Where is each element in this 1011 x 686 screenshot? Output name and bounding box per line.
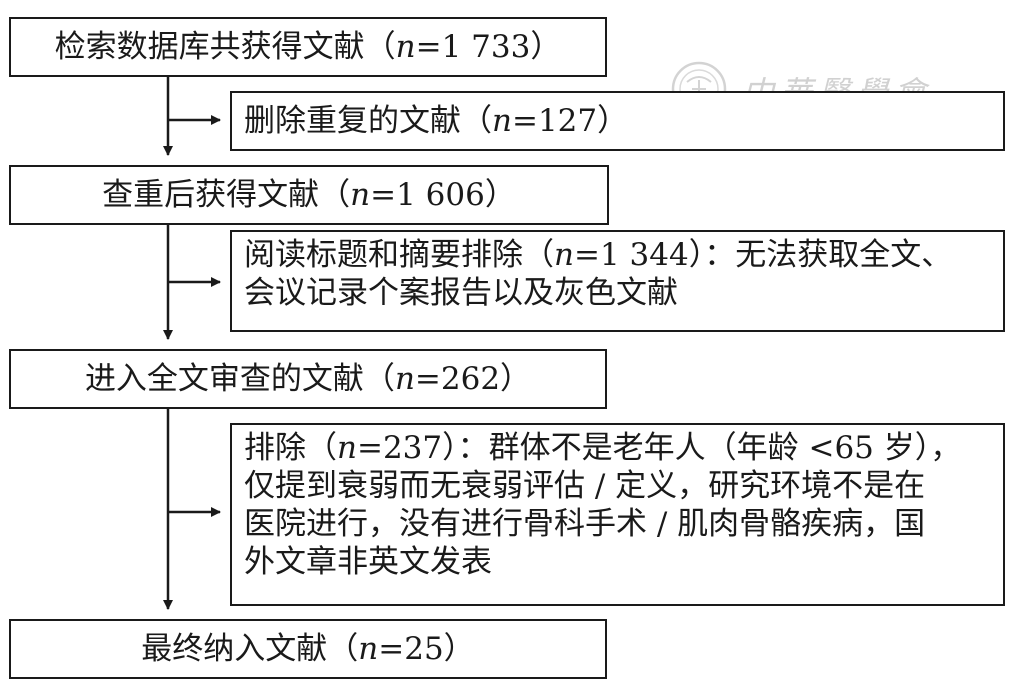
n-symbol: n <box>395 29 416 65</box>
step-count: =25） <box>378 631 475 667</box>
n-symbol: n <box>350 177 371 213</box>
step-label: 查重后获得文献（ <box>102 177 351 213</box>
step-count: =262） <box>414 361 532 397</box>
n-symbol: n <box>492 103 512 139</box>
step-final-included: 最终纳入文献（n=25） <box>9 619 607 679</box>
excluded-line-4: 外文章非英文发表 <box>244 544 492 580</box>
excluded-line-2: 仅提到衰弱而无衰弱评估 / 定义，研究环境不是在 <box>244 468 926 504</box>
excluded-line-2: 会议记录个案报告以及灰色文献 <box>244 275 678 311</box>
n-symbol: n <box>394 361 415 397</box>
excluded-duplicates: 删除重复的文献（n=127） <box>230 91 1005 151</box>
step-count: =1 733） <box>415 29 562 65</box>
n-symbol: n <box>554 237 574 273</box>
excluded-line-1: 排除（n=237）：群体不是老年人（年龄 <65 岁）， <box>244 429 1003 467</box>
n-symbol: n <box>358 631 379 667</box>
step-label: 最终纳入文献（ <box>141 631 359 667</box>
excluded-label: 阅读标题和摘要排除（ <box>244 237 554 273</box>
excluded-label: 删除重复的文献（ <box>244 103 492 139</box>
step-database-search: 检索数据库共获得文献（n=1 733） <box>9 17 607 77</box>
excluded-count: =127） <box>511 103 629 139</box>
excluded-count-reasons: =237）：群体不是老年人（年龄 <65 岁）， <box>356 430 962 466</box>
excluded-line-1: 阅读标题和摘要排除（n=1 344）：无法获取全文、 <box>244 236 1003 274</box>
n-symbol: n <box>337 430 357 466</box>
excluded-line-3: 医院进行，没有进行骨科手术 / 肌肉骨骼疾病，国 <box>244 506 926 542</box>
excluded-label: 排除（ <box>244 430 337 466</box>
step-fulltext-review: 进入全文审查的文献（n=262） <box>9 349 607 409</box>
step-after-deduplication: 查重后获得文献（n=1 606） <box>9 165 609 225</box>
step-label: 进入全文审查的文献（ <box>84 361 395 397</box>
excluded-fulltext: 排除（n=237）：群体不是老年人（年龄 <65 岁）， 仅提到衰弱而无衰弱评估… <box>230 423 1005 606</box>
step-label: 检索数据库共获得文献（ <box>54 29 396 65</box>
step-count: =1 606） <box>370 177 516 213</box>
excluded-title-abstract: 阅读标题和摘要排除（n=1 344）：无法获取全文、 会议记录个案报告以及灰色文… <box>230 230 1005 332</box>
excluded-count-reasons: =1 344）：无法获取全文、 <box>573 237 953 273</box>
